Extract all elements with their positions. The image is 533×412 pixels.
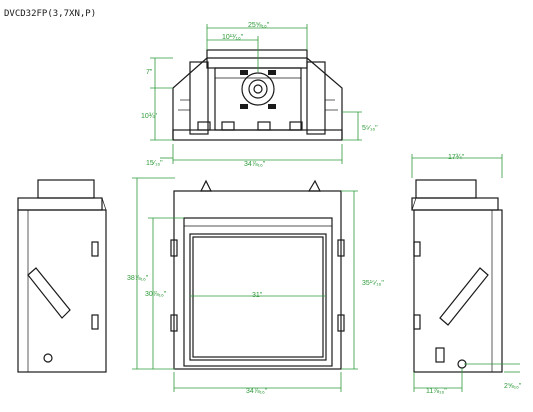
left-side-view — [17, 179, 107, 373]
side-view-dimensions: 17¾" 11⅞₁₆" 2⅝₁₆" — [411, 154, 522, 395]
svg-text:31": 31" — [252, 292, 263, 299]
svg-text:10¹³⁄₁₆": 10¹³⁄₁₆" — [222, 34, 244, 41]
svg-text:2⅝₁₆": 2⅝₁₆" — [504, 383, 522, 390]
svg-text:34⅞₁₆": 34⅞₁₆" — [244, 161, 266, 168]
svg-text:7": 7" — [146, 69, 153, 76]
svg-text:15⁄₁₆": 15⁄₁₆" — [146, 160, 163, 167]
right-side-view — [411, 179, 503, 373]
top-view — [172, 49, 343, 141]
svg-text:38⅞₁₆": 38⅞₁₆" — [127, 275, 149, 282]
svg-text:5⁵⁄₁₆": 5⁵⁄₁₆" — [362, 125, 378, 132]
svg-text:25⅝₁₆": 25⅝₁₆" — [248, 22, 270, 29]
svg-text:11⅞₁₆": 11⅞₁₆" — [426, 388, 447, 395]
front-view-dimensions: 38⅞₁₆" 30⅞₁₆" 31" 35¹⁵⁄₁₆" 34⅞₁₆" — [127, 177, 384, 395]
svg-text:17¾": 17¾" — [448, 154, 465, 161]
front-view — [170, 179, 345, 370]
svg-text:10¾": 10¾" — [141, 113, 158, 120]
svg-text:34⅞₁₆": 34⅞₁₆" — [246, 388, 268, 395]
svg-text:35¹⁵⁄₁₆": 35¹⁵⁄₁₆" — [362, 280, 384, 287]
svg-text:30⅞₁₆": 30⅞₁₆" — [145, 291, 167, 298]
model-code: DVCD32FP(3,7XN,P) — [4, 9, 96, 19]
top-view-dimensions: 25⅝₁₆" 10¹³⁄₁₆" 7" 10¾" 5⁵⁄₁₆" 34⅞₁₆" 15… — [141, 22, 378, 168]
